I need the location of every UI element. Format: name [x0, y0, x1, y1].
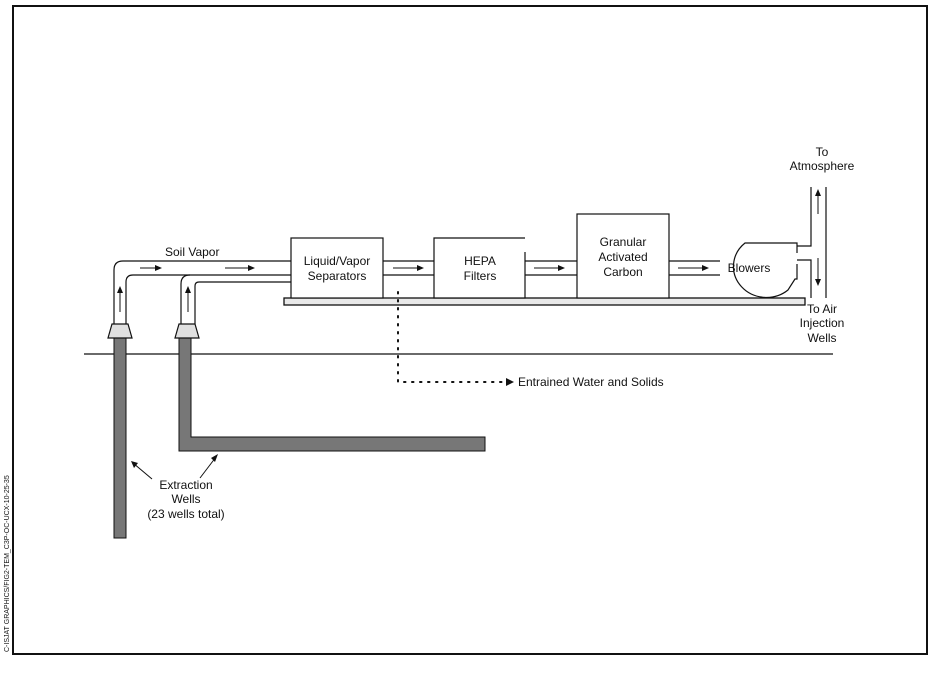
extraction-well-left	[113, 337, 127, 539]
flow-arrow-hepa-carbon	[534, 265, 565, 271]
vapor-pipe-inner	[125, 274, 291, 324]
diagram-frame	[12, 5, 928, 655]
drawing-code-vertical: C-ISJAT GRAPHICS/FIG2-TEM_C3P-OC-UCX-10-…	[4, 475, 11, 652]
atmosphere-label-line1: To	[816, 145, 829, 159]
carbon-vessel-box	[576, 213, 670, 299]
flow-arrow-to-injection	[815, 258, 821, 286]
riser-up-arrow-right	[185, 286, 191, 312]
entrained-water-label: Entrained Water and Solids	[518, 375, 664, 389]
blower-housing	[732, 242, 798, 299]
equipment-skid	[283, 297, 806, 306]
wells-pointer-arrow-right	[199, 454, 218, 479]
blower-outlet-pipe	[797, 187, 827, 298]
injection-label-line1: To Air	[807, 302, 837, 316]
carbon-label-line3: Carbon	[603, 265, 642, 279]
injection-label-line3: Wells	[807, 331, 836, 345]
flow-arrow-sep-hepa	[393, 265, 424, 271]
extraction-well-right	[178, 337, 486, 452]
atmosphere-label-line2: Atmosphere	[790, 159, 855, 173]
separators-label-line2: Separators	[308, 269, 367, 283]
wells-label-line1: Extraction	[159, 478, 212, 492]
wellhead-right	[174, 323, 200, 339]
entrained-water-arrowhead	[506, 378, 514, 386]
separators-label-line1: Liquid/Vapor	[304, 254, 371, 268]
carbon-label-line1: Granular	[600, 235, 647, 249]
hepa-label-line2: Filters	[464, 269, 497, 283]
entrained-water-dotted-line	[397, 291, 509, 383]
wellhead-left	[107, 323, 133, 339]
injection-label-line2: Injection	[800, 316, 845, 330]
flow-arrow-soil-vapor-1	[140, 265, 162, 271]
vapor-branch-pipe	[180, 274, 291, 324]
wells-label-line3: (23 wells total)	[147, 507, 224, 521]
carbon-label-line2: Activated	[598, 250, 647, 264]
wells-label-line2: Wells	[171, 492, 200, 506]
vapor-pipe-outer	[113, 260, 291, 324]
riser-up-arrow-left	[117, 286, 123, 312]
flow-arrow-carbon-blower	[678, 265, 709, 271]
hepa-label-line1: HEPA	[464, 254, 496, 268]
flow-arrow-to-atmosphere	[815, 189, 821, 214]
soil-vapor-label: Soil Vapor	[165, 245, 219, 259]
hepa-filters-box	[433, 237, 526, 299]
separators-box	[290, 237, 384, 299]
wells-pointer-arrow-left	[131, 461, 153, 480]
flow-arrow-soil-vapor-2	[225, 265, 255, 271]
blowers-label: Blowers	[728, 261, 771, 275]
